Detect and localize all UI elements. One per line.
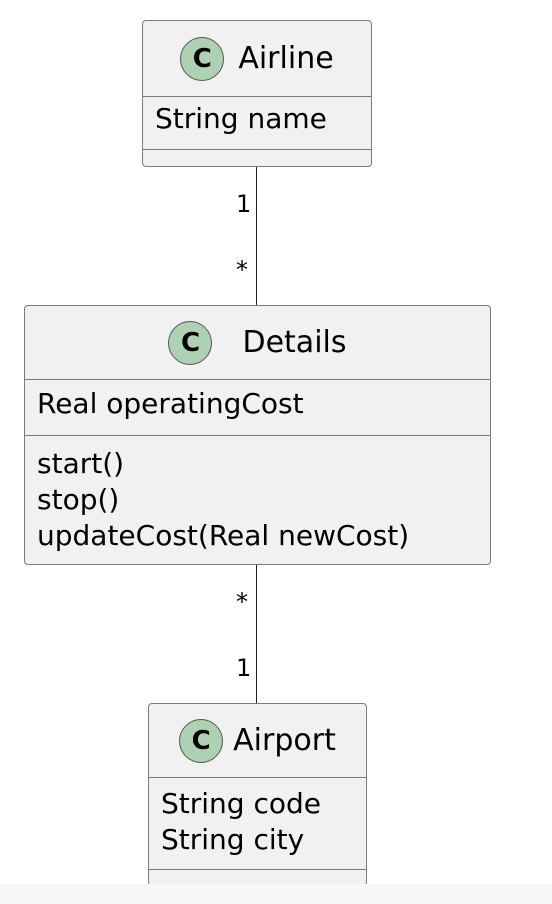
class-badge-icon: C	[168, 320, 213, 365]
class-details-header: C Details	[25, 306, 490, 380]
method: start()	[37, 447, 125, 480]
class-badge-icon: C	[179, 718, 224, 763]
association-details-airport	[256, 565, 257, 704]
class-airport-header: C Airport	[149, 704, 366, 778]
multiplicity-details-bottom-end: *	[236, 588, 248, 616]
method: stop()	[37, 483, 120, 516]
class-details-name: Details	[242, 325, 347, 360]
class-airline-header: C Airline	[143, 21, 371, 97]
multiplicity-airline-end: 1	[236, 190, 252, 218]
multiplicity-details-top-end: *	[236, 256, 248, 284]
attribute: String code	[161, 787, 321, 820]
class-details[interactable]: C Details Real operatingCost start() sto…	[24, 305, 491, 565]
class-badge-icon: C	[180, 36, 225, 81]
method: updateCost(Real newCost)	[37, 519, 410, 552]
class-details-attributes: Real operatingCost	[25, 380, 490, 436]
class-airline-name: Airline	[238, 41, 334, 76]
multiplicity-airport-end: 1	[236, 654, 252, 682]
class-airport-attributes: String code String city	[149, 778, 366, 870]
attribute: String name	[155, 102, 327, 135]
class-airline-methods	[143, 150, 371, 166]
association-airline-details	[256, 167, 257, 306]
bottom-edge	[0, 884, 552, 904]
attribute: String city	[161, 823, 305, 856]
class-airport-name: Airport	[233, 723, 336, 758]
class-airport-methods	[149, 870, 366, 884]
class-airport[interactable]: C Airport String code String city	[148, 703, 367, 886]
class-airline-attributes: String name	[143, 97, 371, 150]
attribute: Real operatingCost	[37, 387, 304, 420]
class-airline[interactable]: C Airline String name	[142, 20, 372, 167]
class-details-methods: start() stop() updateCost(Real newCost)	[25, 436, 490, 554]
